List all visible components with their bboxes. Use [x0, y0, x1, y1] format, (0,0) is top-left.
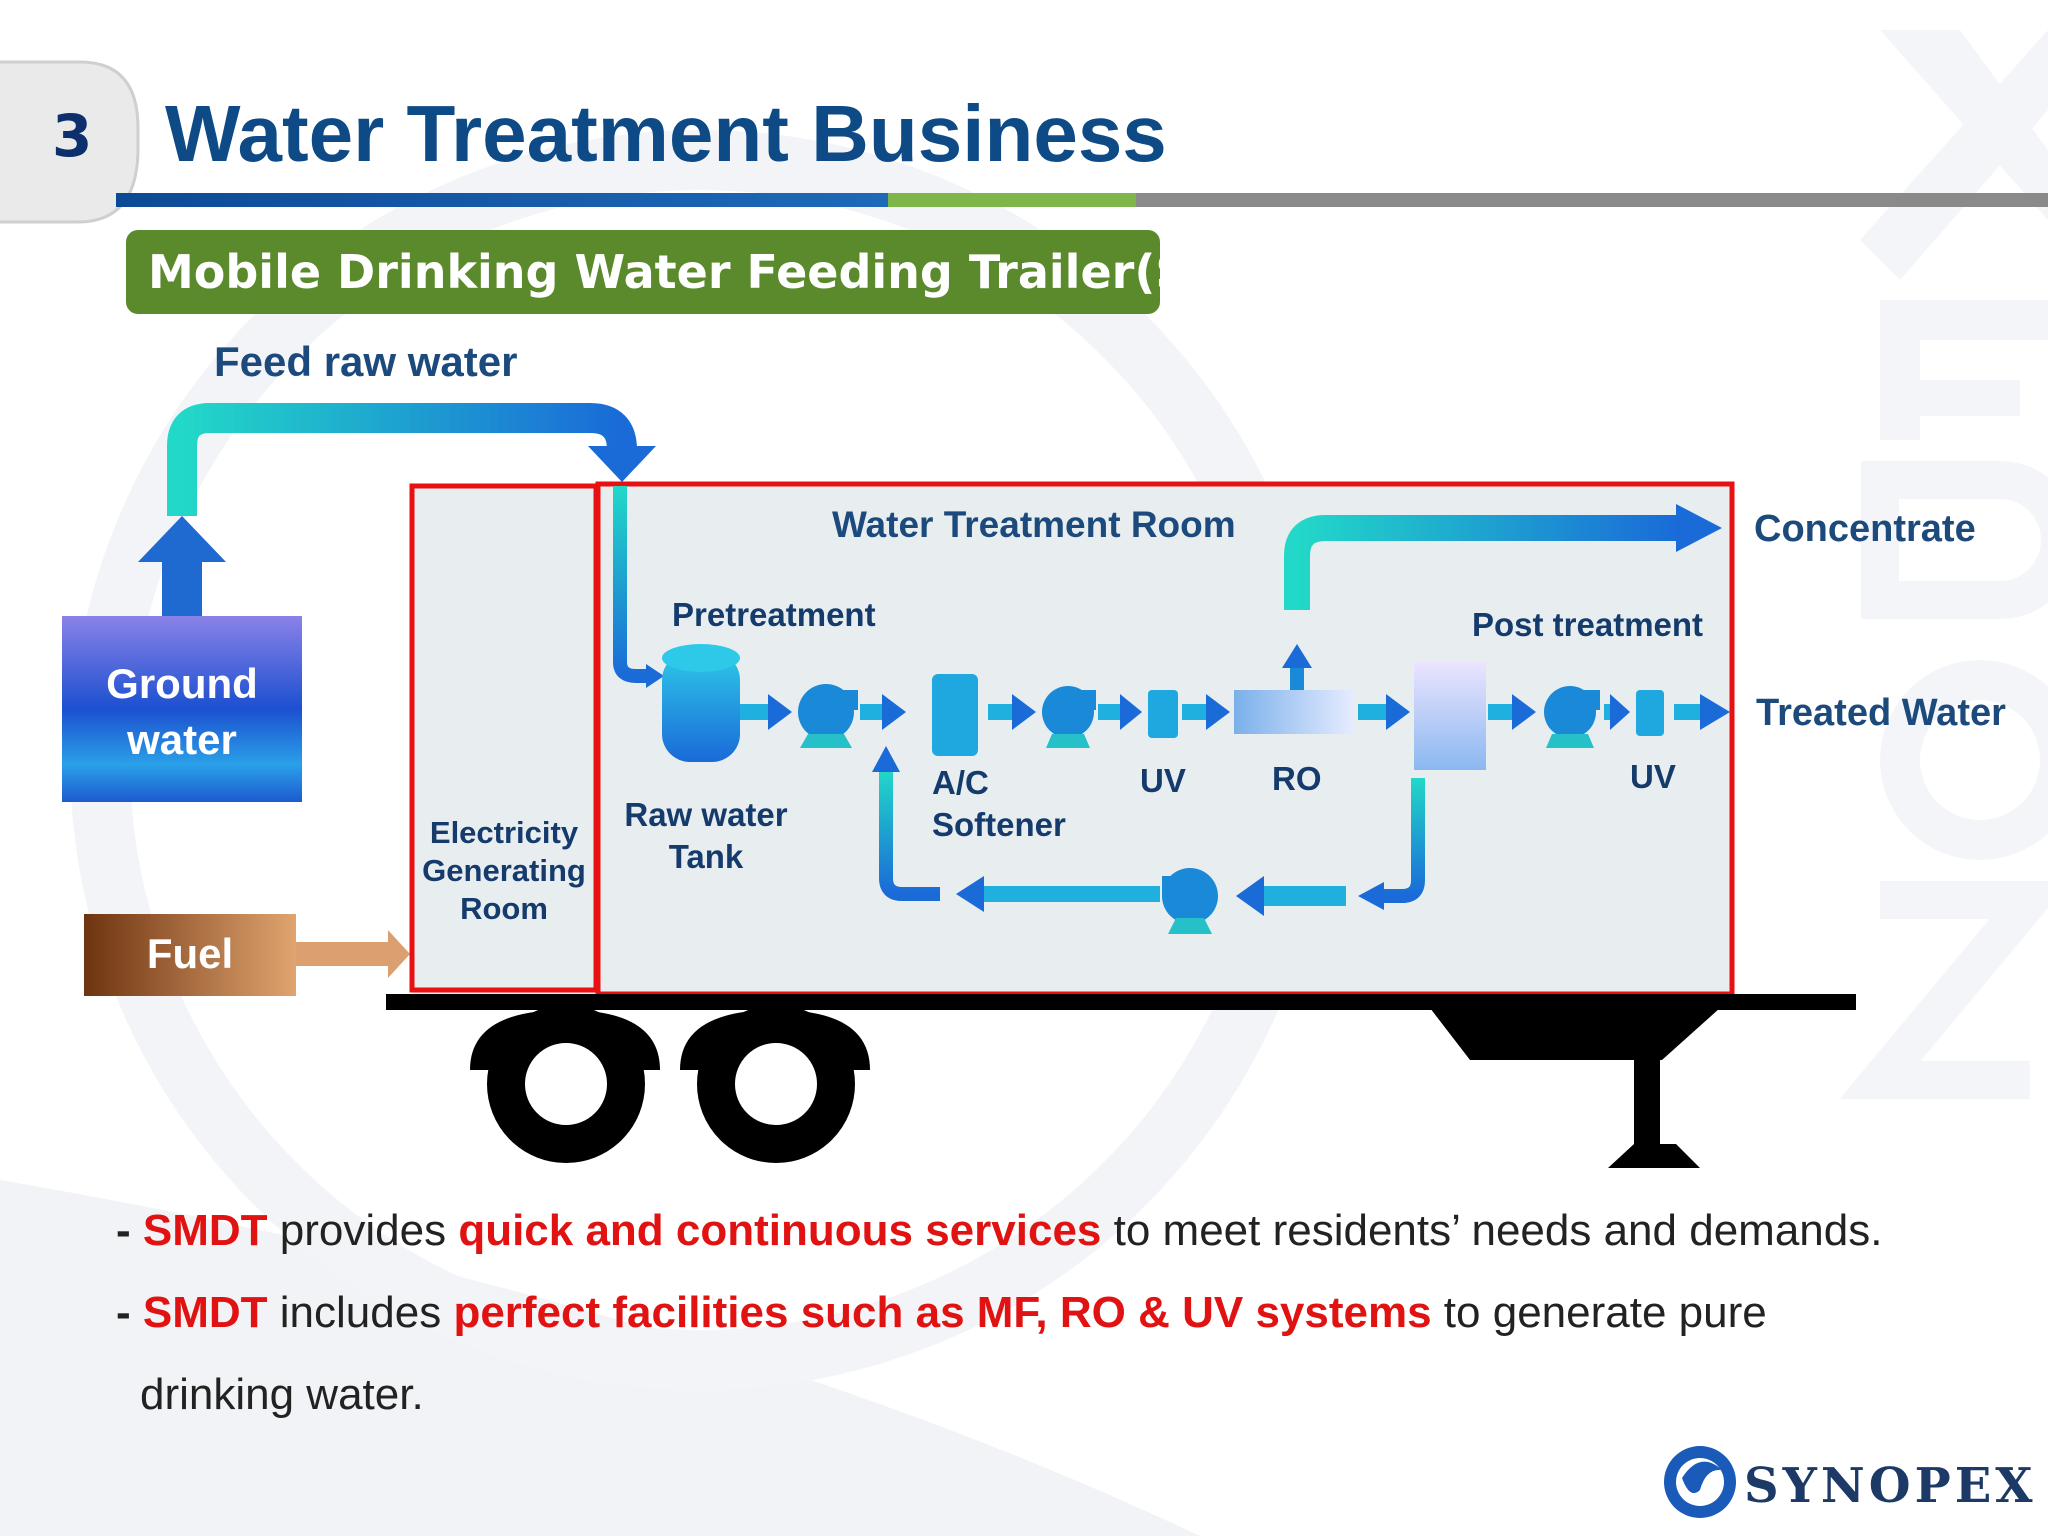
bullet-1-text2: to meet residents’ needs and demands. [1101, 1206, 1883, 1255]
bullet-1-highlight: quick and continuous services [458, 1206, 1102, 1255]
feed-raw-water-label: Feed raw water [214, 338, 518, 385]
bullet-2-text2: to generate pure [1431, 1288, 1767, 1337]
fuel-label: Fuel [146, 930, 234, 977]
treated-water-label: Treated Water [1756, 692, 2006, 734]
ground-water-label: Ground water [62, 656, 302, 768]
bullet-1-smdt: SMDT [142, 1206, 268, 1255]
post-treatment-label: Post treatment [1472, 606, 1704, 643]
concentrate-label: Concentrate [1754, 508, 1976, 550]
ground-water-line1: Ground [106, 660, 258, 707]
ro-label: RO [1272, 760, 1322, 797]
pretreatment-label: Pretreatment [672, 596, 876, 633]
bullet-2-continuation: drinking water. [140, 1370, 424, 1419]
electricity-line2: Generating [422, 853, 586, 888]
bullet-1-dash: - [116, 1206, 143, 1255]
bullet-2-highlight: perfect facilities such as MF, RO & UV s… [453, 1288, 1432, 1337]
electricity-line3: Room [460, 891, 548, 926]
subtitle-banner [126, 230, 1160, 314]
ground-water-line2: water [127, 716, 237, 763]
water-treatment-room-label: Water Treatment Room [832, 504, 1236, 545]
bullet-2: - SMDT includes perfect facilities such … [116, 1288, 1767, 1338]
ac-softener-label: A/C Softener [932, 762, 1066, 846]
raw-water-line2: Tank [668, 838, 744, 875]
uv1-label: UV [1140, 762, 1186, 799]
bullet-2-dash: - [116, 1288, 143, 1337]
page-title: Water Treatment Business [165, 89, 1167, 178]
bullet-2-text1: includes [267, 1288, 454, 1337]
bullet-2-smdt: SMDT [142, 1288, 268, 1337]
section-number: 3 [52, 102, 93, 170]
ac-line: A/C [932, 764, 989, 801]
uv2-label: UV [1630, 758, 1676, 795]
raw-water-line1: Raw water [624, 796, 788, 833]
bullet-1-text1: provides [267, 1206, 459, 1255]
bullet-1: - SMDT provides quick and continuous ser… [116, 1206, 1882, 1256]
subtitle: Mobile Drinking Water Feeding Trailer(SM… [148, 245, 1325, 299]
raw-water-tank-label: Raw water Tank [616, 794, 796, 878]
synopex-logo-text: SYNOPEX [1744, 1458, 2037, 1514]
electricity-room-label: Electricity Generating Room [412, 814, 596, 928]
softener-line: Softener [932, 806, 1066, 843]
electricity-line1: Electricity [429, 815, 579, 850]
